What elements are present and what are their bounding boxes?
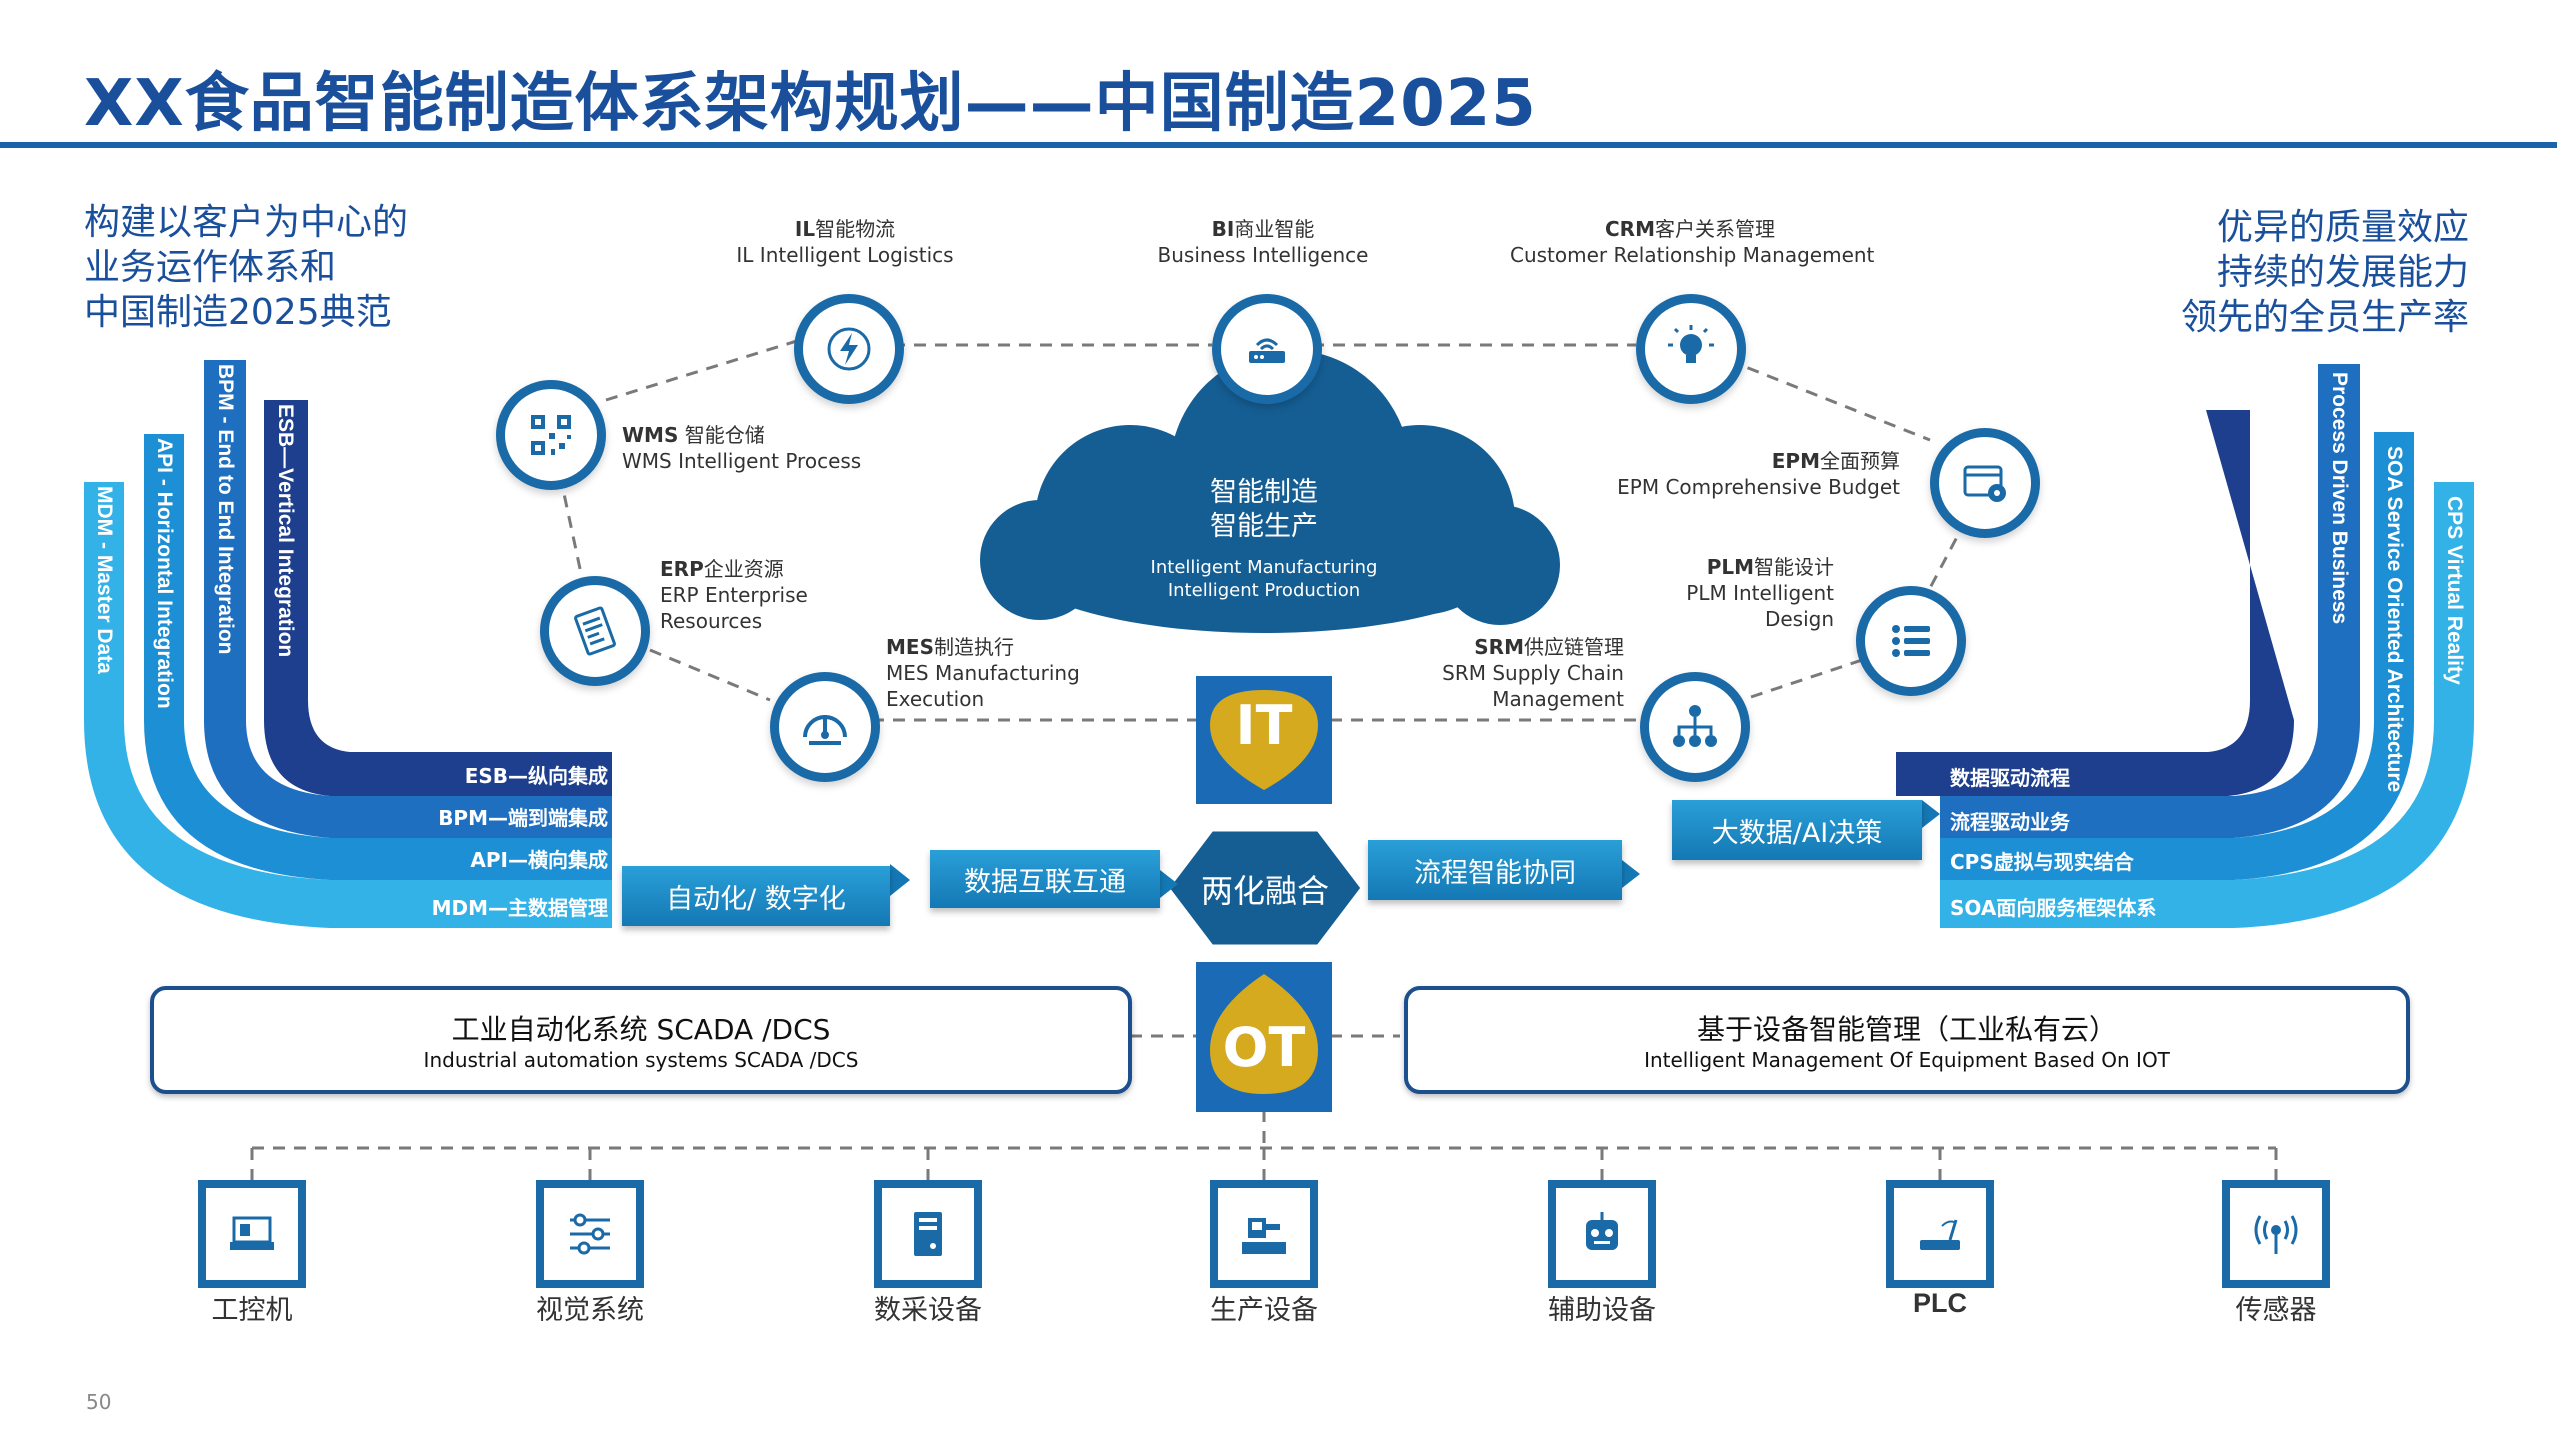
page-number: 50: [86, 1390, 112, 1414]
left-vertical-bpm: BPM - End to End Integration: [214, 364, 237, 655]
left-band-esb: [264, 400, 612, 796]
right-band-cps: [1940, 482, 2474, 928]
it-tile: [1196, 676, 1332, 804]
cloud-en2: Intelligent Production: [1167, 580, 1361, 601]
ot-tile: [1196, 962, 1332, 1112]
device-label: 辅助设备: [1548, 1295, 1656, 1326]
cloud-en1: Intelligent Manufacturing: [1150, 557, 1378, 578]
bigdata-ai-box: 大数据/AI决策: [1672, 800, 1922, 860]
right-row-soa: SOA面向服务框架体系: [1950, 896, 2157, 920]
it-label: IT: [1235, 694, 1293, 757]
right-vertical-ddp: Data Driven Process: [2260, 410, 2283, 615]
iot-box: 基于设备智能管理（工业私有云） Intelligent Management O…: [1404, 986, 2410, 1094]
left-vertical-mdm: MDM - Master Data: [93, 486, 116, 674]
cloud-label: 智能制造 智能生产 Intelligent Manufacturing Inte…: [1114, 476, 1414, 602]
sliders-icon: [536, 1180, 644, 1288]
device-label: 工控机: [211, 1295, 293, 1326]
left-vertical-esb: ESB—Vertical Integration: [274, 404, 297, 658]
left-row-esb: ESB—纵向集成: [464, 764, 608, 788]
left-slogan-line: 业务运作体系和: [84, 247, 337, 288]
device-label: 传感器: [2235, 1295, 2317, 1326]
machine-icon: [1210, 1180, 1318, 1288]
left-vertical-api: API - Horizontal Integration: [153, 438, 176, 709]
node-bi-label: BI商业智能 Business Intelligence: [1157, 217, 1369, 267]
left-band-bpm: [204, 360, 612, 838]
right-band-ddp: [1896, 410, 2294, 796]
right-row-cps: CPS虚拟与现实结合: [1950, 850, 2134, 874]
hierarchy-icon: [1640, 672, 1750, 782]
scada-box: 工业自动化系统 SCADA /DCS Industrial automation…: [150, 986, 1132, 1094]
cloud-zh1: 智能制造: [1210, 477, 1318, 508]
data-interconnect-box: 数据互联互通: [930, 850, 1160, 908]
right-vertical-pdb: Process Driven Business: [2328, 372, 2351, 625]
scada-zh: 工业自动化系统 SCADA /DCS: [451, 1013, 831, 1046]
node-il-label: IL智能物流 IL Intelligent Logistics: [736, 217, 954, 267]
lightbulb-icon: [1636, 294, 1746, 404]
robot-icon: [1548, 1180, 1656, 1288]
right-slogan-line: 持续的发展能力: [2216, 252, 2469, 293]
device-label: 生产设备: [1210, 1295, 1318, 1326]
page-title: XX食品智能制造体系架构规划——中国制造2025: [84, 67, 1537, 141]
right-slogan-line: 优异的质量效应: [2216, 207, 2469, 248]
ot-label: OT: [1222, 1016, 1306, 1079]
left-row-bpm: BPM—端到端集成: [438, 806, 608, 830]
server-icon: [874, 1180, 982, 1288]
right-row-pdb: 流程驱动业务: [1950, 810, 2070, 834]
node-mes-label: MES制造执行 MES Manufacturing Execution: [886, 635, 1080, 711]
node-wms-label: WMS 智能仓储 WMS Intelligent Process: [622, 423, 862, 473]
cloud-zh2: 智能生产: [1210, 511, 1318, 542]
device-label: 数采设备: [874, 1295, 982, 1326]
plc-router-icon: [1886, 1180, 1994, 1288]
right-slogan-line: 领先的全员生产率: [2180, 297, 2469, 338]
right-band-soa: [1940, 432, 2414, 880]
node-crm-label: CRM客户关系管理 Customer Relationship Manageme…: [1510, 217, 1875, 267]
left-row-mdm: MDM—主数据管理: [431, 896, 608, 920]
device-label: 视觉系统: [536, 1295, 644, 1326]
right-vertical-soa: SOA Service Oriented Architecture: [2383, 446, 2406, 793]
device-label: PLC: [1913, 1288, 1967, 1318]
arrow-heads: [890, 800, 1940, 898]
right-vertical-cps: CPS Virtual Reality: [2443, 496, 2466, 685]
right-band-pdb: [1940, 364, 2360, 838]
right-slogan: 优异的质量效应 持续的发展能力 领先的全员生产率: [2181, 205, 2469, 340]
node-srm-label: SRM供应链管理 SRM Supply Chain Management: [1442, 635, 1624, 711]
title-divider: [0, 142, 2557, 148]
left-slogan-line: 构建以客户为中心的: [84, 202, 409, 243]
node-erp-label: ERP企业资源 ERP Enterprise Resources: [660, 557, 808, 633]
node-plm-label: PLM智能设计 PLM Intelligent Design: [1686, 555, 1834, 631]
iot-zh: 基于设备智能管理（工业私有云）: [1696, 1013, 2117, 1046]
left-band-mdm: [84, 482, 612, 928]
left-row-api: API—横向集成: [470, 848, 608, 872]
left-slogan-line: 中国制造2025典范: [84, 292, 392, 333]
budget-card-icon: [1930, 428, 2040, 538]
lightning-icon: [794, 294, 904, 404]
cloud-shape: [980, 350, 1560, 633]
right-row-ddp: 数据驱动流程: [1950, 766, 2070, 790]
connector-lines: [250, 338, 2278, 1180]
fusion-label: 两化融合: [1200, 872, 1329, 910]
qr-code-icon: [496, 380, 606, 490]
node-epm-label: EPM全面预算 EPM Comprehensive Budget: [1617, 449, 1900, 499]
list-icon: [1856, 586, 1966, 696]
left-slogan: 构建以客户为中心的 业务运作体系和 中国制造2025典范: [84, 200, 408, 335]
gauge-icon: [770, 672, 880, 782]
process-collab-box: 流程智能协同: [1368, 840, 1622, 900]
automation-digitization-box: 自动化/ 数字化: [622, 866, 890, 926]
iot-en: Intelligent Management Of Equipment Base…: [1644, 1048, 2170, 1072]
router-icon: [1212, 294, 1322, 404]
industrial-pc-icon: [198, 1180, 306, 1288]
scada-en: Industrial automation systems SCADA /DCS: [423, 1048, 859, 1072]
sensor-icon: [2222, 1180, 2330, 1288]
fusion-hexagon: [1166, 828, 1364, 948]
document-icon: [540, 576, 650, 686]
